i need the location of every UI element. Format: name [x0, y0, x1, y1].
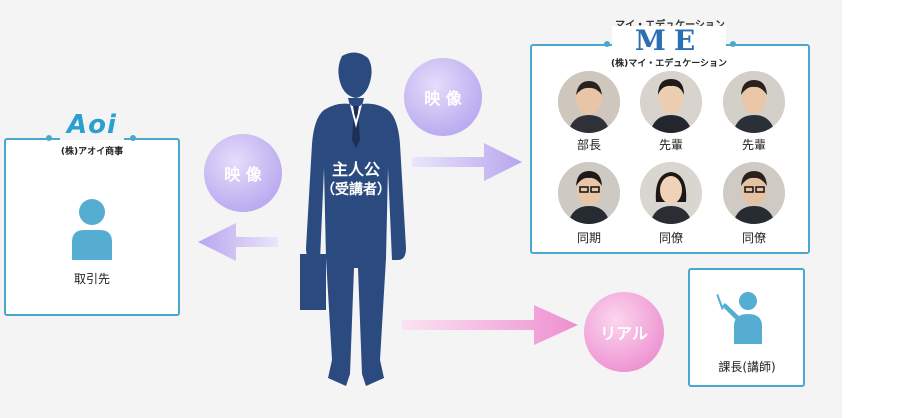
role-douryou-1: 同僚 [658, 231, 683, 245]
face-senpai-1 [640, 71, 702, 133]
client-company-name: (株)アオイ商事 [60, 147, 124, 157]
me-company-name: (株)マイ・エデュケーション [610, 59, 728, 69]
face-douryou-2 [723, 162, 785, 224]
client-box [4, 138, 180, 316]
face-senpai-2 [723, 71, 785, 133]
role-senpai-1: 先輩 [658, 138, 683, 152]
real-bubble: リアル [584, 292, 664, 372]
face-bucho [558, 71, 620, 133]
me-box-dot-right [730, 41, 736, 47]
arrow-to-me [412, 143, 522, 181]
video-bubble-left: 映 像 [204, 134, 282, 212]
me-logo-top-text: マイ・エデュケーション [610, 16, 730, 31]
video-bubble-top: 映 像 [404, 58, 482, 136]
client-logo: Aoi [60, 110, 124, 140]
person-icon [72, 199, 112, 260]
client-box-dot-left [46, 135, 52, 141]
role-douryou-2: 同僚 [741, 231, 766, 245]
boss-label: 課長(講師) [718, 360, 776, 374]
protagonist-title: 主人公 [331, 160, 380, 179]
me-box-dot-left [604, 41, 610, 47]
client-box-dot-right [130, 135, 136, 141]
client-label: 取引先 [73, 272, 110, 286]
me-logo: ME [612, 26, 726, 56]
protagonist-subtitle: （受講者） [321, 182, 391, 198]
role-bucho: 部長 [576, 138, 601, 152]
protagonist-label: 主人公 （受講者） [306, 160, 406, 200]
arrow-to-client [198, 223, 278, 261]
face-douryou-1 [640, 162, 702, 224]
arrow-to-boss [402, 305, 578, 345]
face-douki [558, 162, 620, 224]
lecturer-icon [716, 292, 762, 344]
role-douki: 同期 [576, 231, 601, 245]
role-senpai-2: 先輩 [741, 138, 766, 152]
businessman-silhouette [300, 52, 406, 386]
